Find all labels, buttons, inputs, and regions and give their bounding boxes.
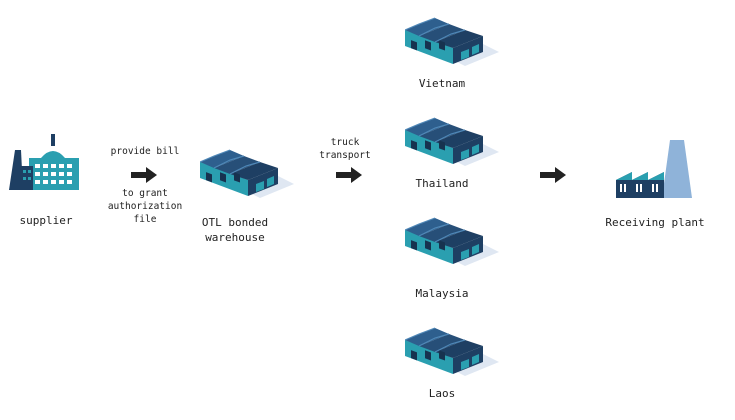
provide-bill-label: provide bill xyxy=(110,146,180,157)
supplier-label: supplier xyxy=(19,214,73,227)
country-malaysia-label: Malaysia xyxy=(415,287,469,300)
warehouse-laos-icon xyxy=(404,318,501,378)
warehouse-label-line1: OTL bonded xyxy=(201,216,269,229)
supplier-factory-icon xyxy=(5,132,83,194)
grant-label-line3: file xyxy=(133,214,157,225)
grant-label-line1: to grant xyxy=(122,188,168,199)
receiving-plant-icon xyxy=(612,138,700,200)
warehouse-malaysia-icon xyxy=(404,208,501,268)
warehouse-label-line2: warehouse xyxy=(205,231,265,244)
receiving-plant-label: Receiving plant xyxy=(605,216,705,229)
arrow-right-icon xyxy=(540,167,566,183)
bonded-warehouse-icon xyxy=(199,140,296,200)
truck-label-line2: transport xyxy=(319,150,371,161)
warehouse-thailand-icon xyxy=(404,108,501,168)
grant-label-line2: authorization xyxy=(107,201,183,212)
warehouse-vietnam-icon xyxy=(404,8,501,68)
country-laos-label: Laos xyxy=(428,387,456,400)
country-thailand-label: Thailand xyxy=(415,177,469,190)
truck-label-line1: truck xyxy=(330,137,360,148)
arrow-right-icon xyxy=(336,167,362,183)
country-vietnam-label: Vietnam xyxy=(418,77,466,90)
arrow-right-icon xyxy=(131,167,157,183)
